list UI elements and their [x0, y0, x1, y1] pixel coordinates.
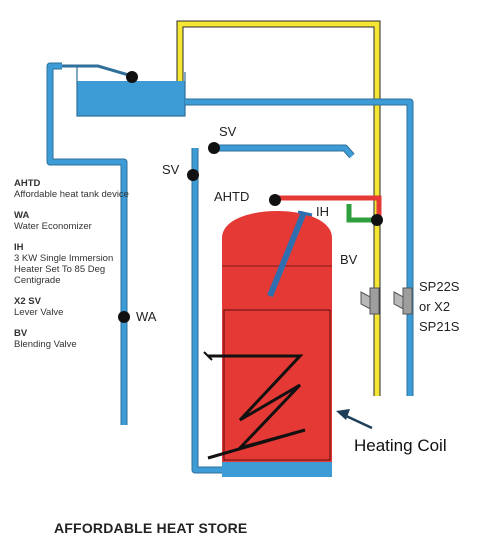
sv-left-label: SV	[162, 162, 180, 177]
legend-item-bv: BV Blending Valve	[14, 328, 144, 350]
lever-valve-left	[360, 287, 380, 315]
legend-item-ahtd: AHTD Affordable heat tank device	[14, 178, 144, 200]
heating-coil	[207, 354, 306, 460]
sv-valve-left	[187, 169, 199, 181]
immersion-heater	[267, 210, 307, 298]
legend: AHTD Affordable heat tank device WA Wate…	[14, 178, 144, 360]
ahtd-valve	[269, 194, 281, 206]
sv-valve-top	[208, 142, 220, 154]
legend-desc: Lever Valve	[14, 307, 64, 318]
legend-item-x2sv: X2 SV Lever Valve	[14, 296, 144, 318]
cistern-tank	[77, 81, 185, 116]
page-title: AFFORDABLE HEAT STORE	[54, 520, 248, 536]
legend-key: AHTD	[14, 178, 41, 189]
legend-desc: Water Economizer	[14, 221, 92, 232]
legend-key: X2 SV	[14, 296, 41, 307]
legend-item-wa: WA Water Economizer	[14, 210, 144, 232]
legend-key: WA	[14, 210, 30, 221]
legend-desc: Blending Valve	[14, 339, 77, 350]
bv-valve	[371, 214, 383, 226]
sp-label-line1: SP22S	[419, 279, 460, 294]
lever-valve-right	[393, 287, 413, 315]
legend-key: IH	[14, 242, 24, 253]
wa-valve	[118, 311, 130, 323]
legend-desc: Affordable heat tank device	[14, 189, 129, 200]
sp-label-line3: SP21S	[419, 319, 460, 334]
legend-key: BV	[14, 328, 28, 339]
ahtd-label: AHTD	[214, 189, 250, 204]
tank-base	[222, 462, 332, 477]
float-valve	[62, 64, 133, 78]
ih-label: IH	[316, 204, 329, 219]
hot-water-tank	[222, 211, 332, 462]
sv-top-label: SV	[219, 124, 237, 139]
legend-item-ih: IH 3 KW Single Immersion Heater Set To 8…	[14, 242, 144, 286]
heating-coil-arrow	[343, 413, 373, 430]
sp-label-line2: or X2	[419, 299, 451, 314]
bv-label: BV	[340, 252, 358, 267]
red-pipe	[275, 195, 382, 218]
wa-label: WA	[136, 309, 157, 324]
legend-desc: 3 KW Single Immersion Heater Set To 85 D…	[14, 253, 114, 286]
heating-coil-label: Heating Coil	[354, 436, 447, 455]
green-pipe	[346, 204, 372, 223]
